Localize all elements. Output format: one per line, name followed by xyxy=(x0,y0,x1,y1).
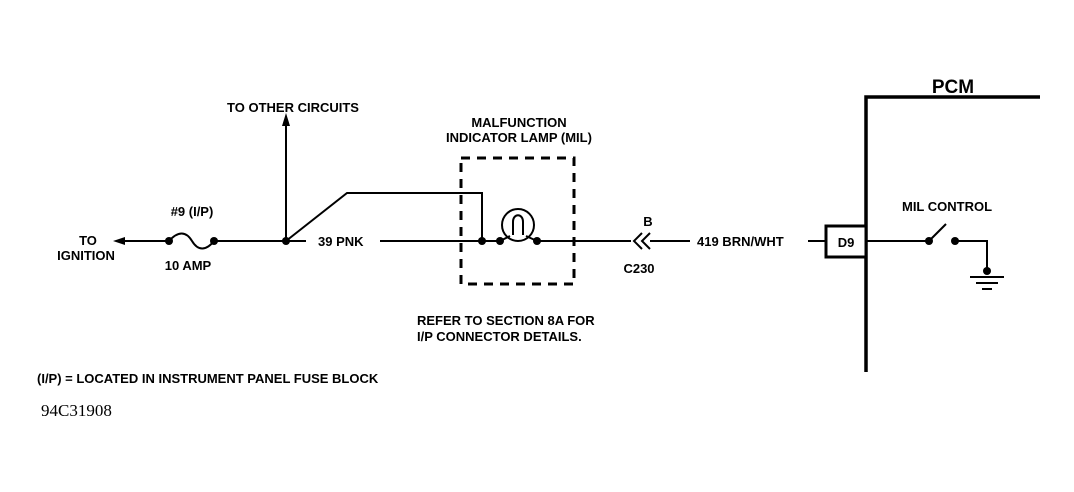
pcm-pin-label: D9 xyxy=(838,235,855,250)
pcm-module: PCM D9 MIL CONTROL xyxy=(824,77,1040,372)
connector-chevron-icon xyxy=(632,232,651,250)
ground-symbol-icon xyxy=(970,276,1004,290)
wire-419-brn-wht: 419 BRN/WHT xyxy=(650,234,826,249)
mil-title-2: INDICATOR LAMP (MIL) xyxy=(446,130,592,145)
diagonal-feed-wire xyxy=(285,192,483,242)
fuse-9: #9 (I/P) 10 AMP xyxy=(165,204,218,273)
legend-text: (I/P) = LOCATED IN INSTRUMENT PANEL FUSE… xyxy=(37,371,379,386)
connector-pin-label: B xyxy=(643,214,652,229)
lamp-filament-icon xyxy=(512,214,524,235)
note-line-1: REFER TO SECTION 8A FOR xyxy=(417,313,595,328)
wire-39-label: 39 PNK xyxy=(318,234,364,249)
note-line-2: I/P CONNECTOR DETAILS. xyxy=(417,329,582,344)
ground-dot xyxy=(983,267,991,275)
connector-name-label: C230 xyxy=(623,261,654,276)
to-ignition-label-2: IGNITION xyxy=(57,248,115,263)
to-ignition-arrowhead-icon xyxy=(113,237,125,245)
pcm-title: PCM xyxy=(932,77,974,98)
lamp-bulb-icon xyxy=(501,208,535,242)
fuse-name-label: #9 (I/P) xyxy=(171,204,214,219)
wire-39-pnk: 39 PNK TO OTHER CIRCUITS xyxy=(214,100,483,249)
fuse-rating-label: 10 AMP xyxy=(165,258,212,273)
to-other-circuits-label: TO OTHER CIRCUITS xyxy=(227,100,359,115)
mil-dashed-box xyxy=(459,156,576,286)
mil-control-label: MIL CONTROL xyxy=(902,199,992,214)
pcm-boundary xyxy=(864,95,1040,372)
connector-c230: B C230 xyxy=(623,214,654,276)
to-other-circuits-arrowhead-icon xyxy=(282,113,290,126)
wire-419-label: 419 BRN/WHT xyxy=(697,234,784,249)
to-ignition-label-1: TO xyxy=(79,233,97,248)
to-ignition-group: TO IGNITION xyxy=(57,233,167,263)
fuse-element-icon xyxy=(168,232,215,250)
mil-title-1: MALFUNCTION xyxy=(471,115,566,130)
figure-code: 94C31908 xyxy=(41,401,112,420)
malfunction-indicator-lamp: MALFUNCTION INDICATOR LAMP (MIL) xyxy=(446,115,631,286)
switch-arm-icon xyxy=(928,223,947,242)
